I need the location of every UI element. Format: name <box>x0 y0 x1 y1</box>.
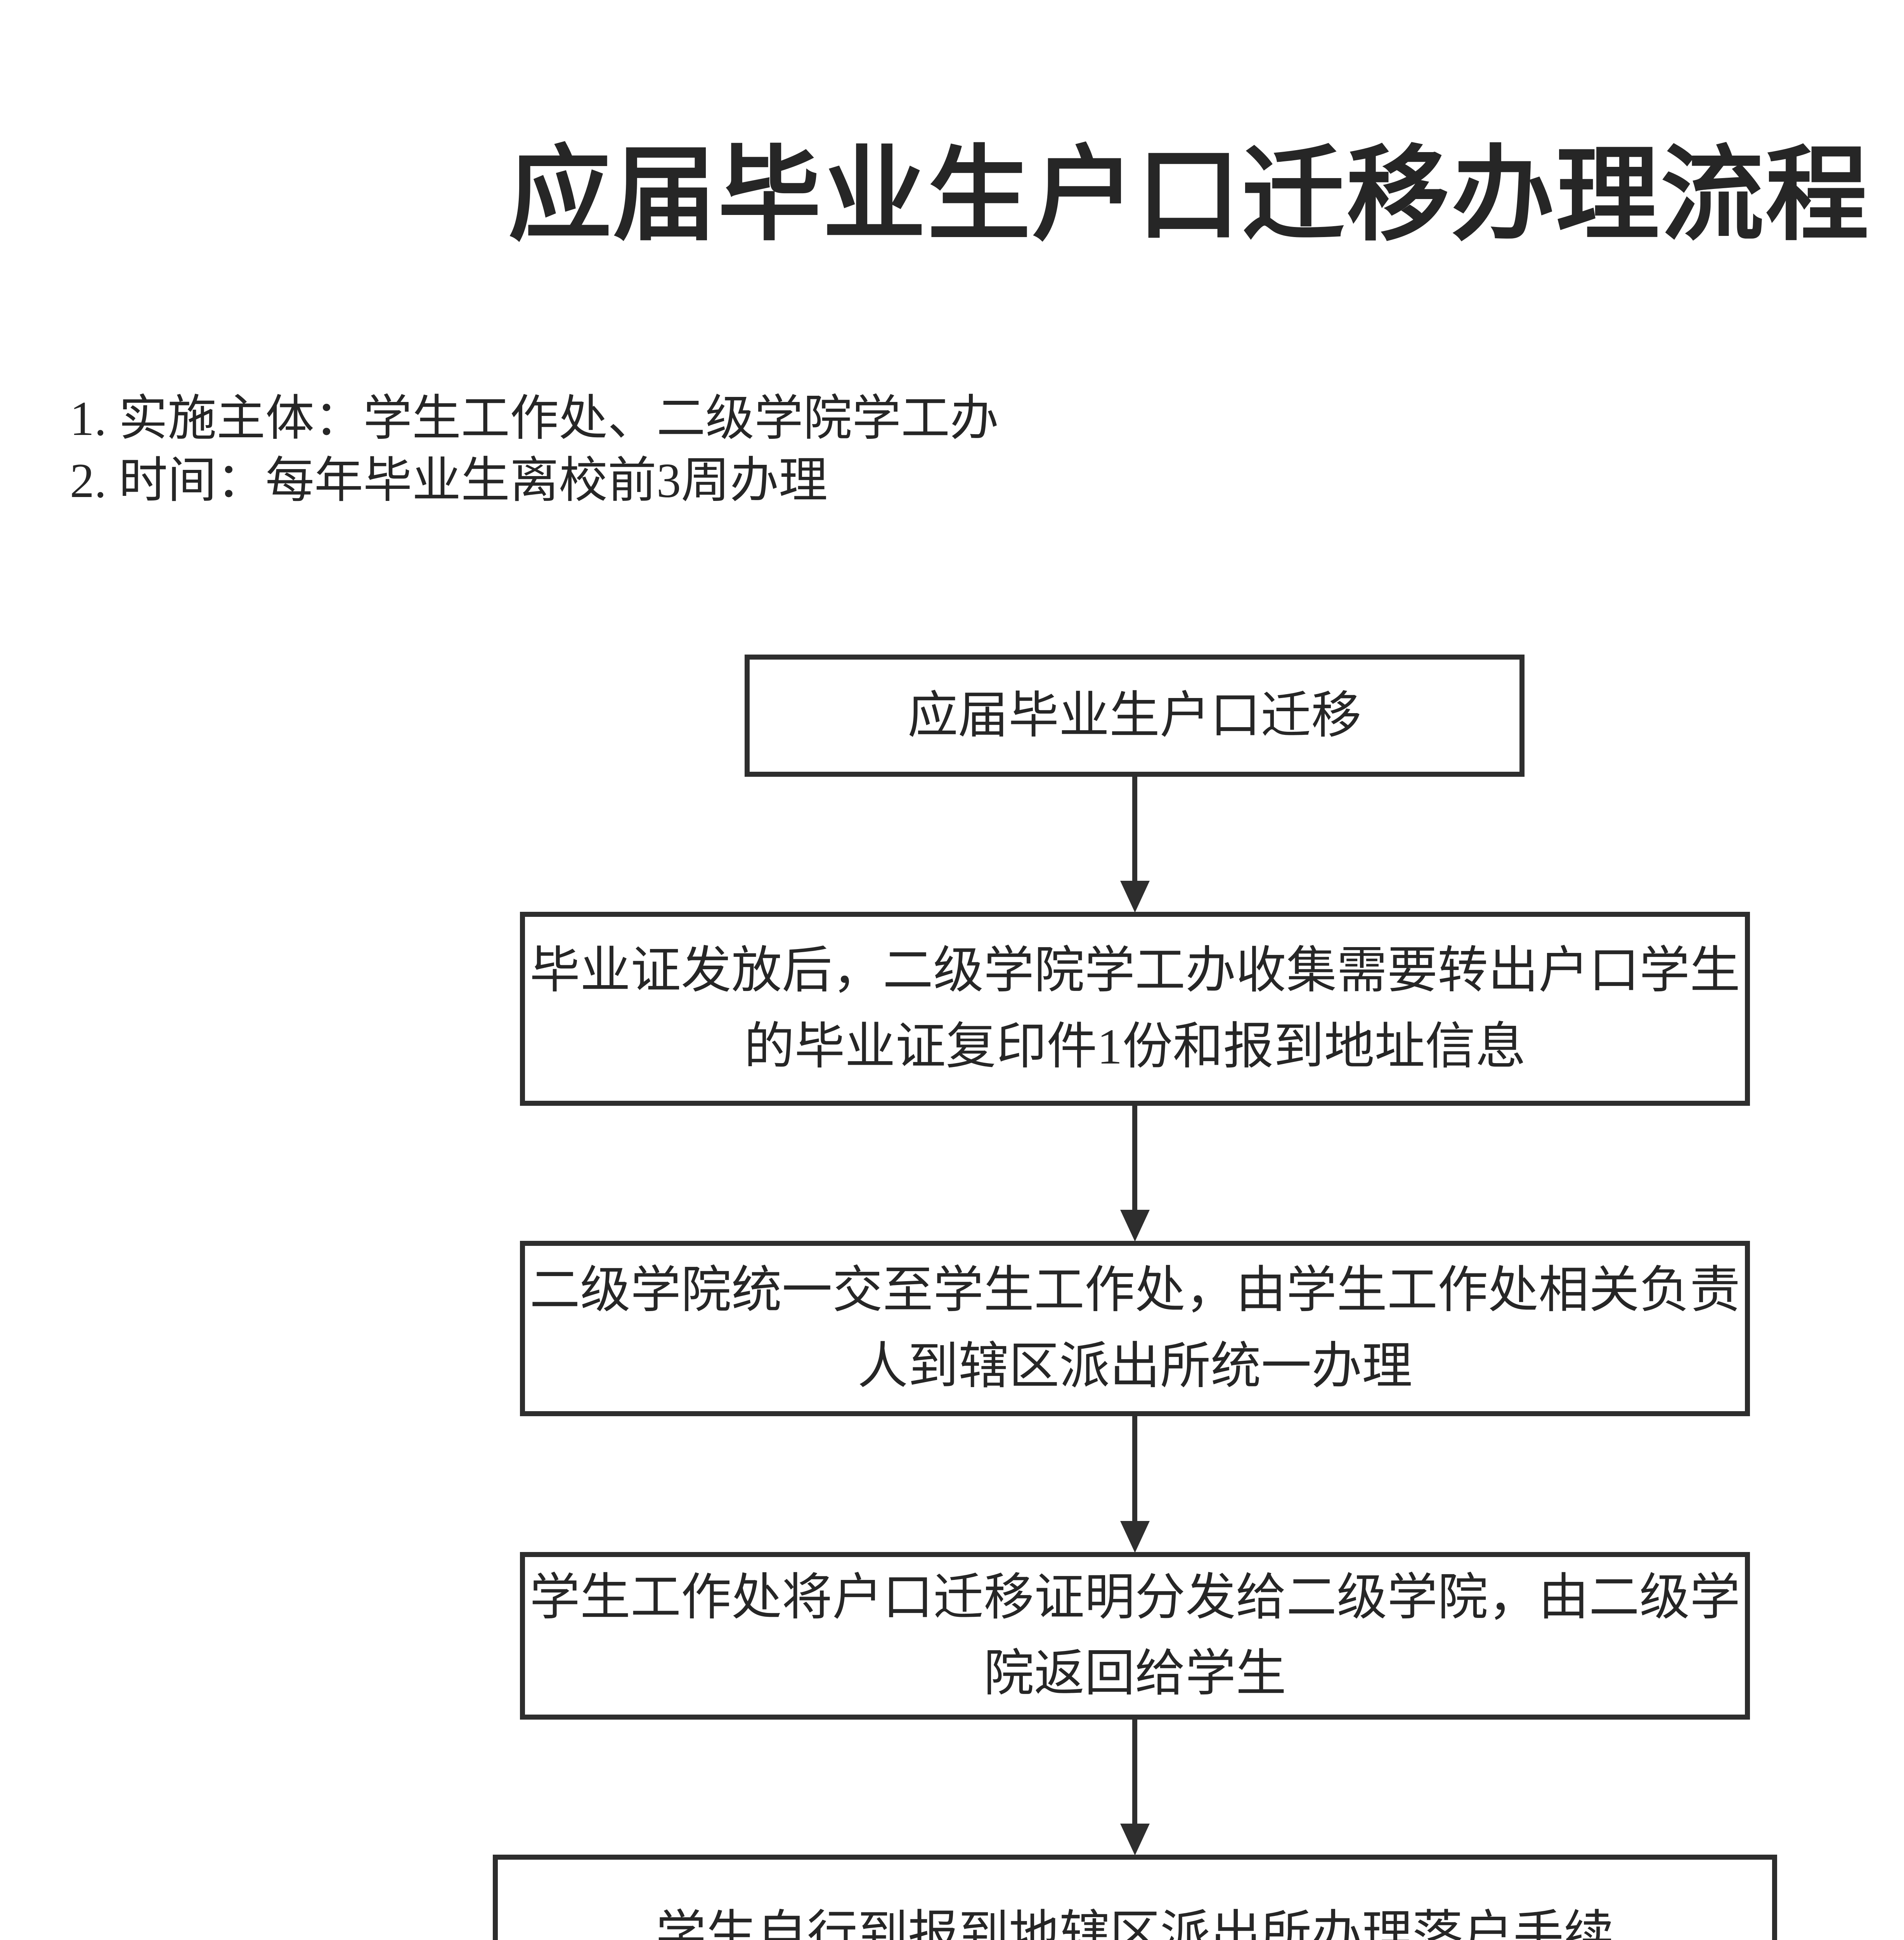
page-title: 应届毕业生户口迁移办理流程 <box>508 139 1870 253</box>
arrow-down-icon <box>1120 1824 1150 1855</box>
arrow-line-1 <box>1132 777 1137 882</box>
arrow-down-icon <box>1120 881 1150 913</box>
note-time: 2. 时间：每年毕业生离校前3周办理 <box>70 454 828 508</box>
arrow-down-icon <box>1120 1210 1150 1242</box>
notes-block: 1. 实施主体：学生工作处、二级学院学工办 2. 时间：每年毕业生离校前3周办理 <box>70 388 999 512</box>
arrow-down-icon <box>1120 1521 1150 1553</box>
flow-node-text-line: 毕业证发放后，二级学院学工办收集需要转出户口学生 <box>529 943 1740 999</box>
flow-node-distribute: 学生工作处将户口迁移证明分发给二级学院，由二级学 院返回给学生 <box>520 1552 1750 1720</box>
flow-node-start: 应届毕业生户口迁移 <box>745 655 1525 777</box>
flow-node-text-line: 学生自行到报到地辖区派出所办理落户手续 <box>655 1907 1614 1940</box>
flow-node-text-line: 人到辖区派出所统一办理 <box>857 1339 1412 1394</box>
flow-node-text-line: 二级学院统一交至学生工作处，由学生工作处相关负责 <box>529 1263 1740 1318</box>
flow-node-settle: 学生自行到报到地辖区派出所办理落户手续 <box>493 1855 1777 1940</box>
arrow-line-3 <box>1132 1416 1137 1522</box>
flow-node-collect: 毕业证发放后，二级学院学工办收集需要转出户口学生 的毕业证复印件1份和报到地址信… <box>520 912 1750 1106</box>
note-implementing-body: 1. 实施主体：学生工作处、二级学院学工办 <box>70 392 999 446</box>
arrow-line-2 <box>1132 1105 1137 1211</box>
flow-node-text-line: 院返回给学生 <box>983 1646 1286 1702</box>
flow-node-text-line: 学生工作处将户口迁移证明分发给二级学院，由二级学 <box>529 1570 1740 1626</box>
flow-node-text-line: 应届毕业生户口迁移 <box>907 688 1362 744</box>
flow-node-submit: 二级学院统一交至学生工作处，由学生工作处相关负责 人到辖区派出所统一办理 <box>520 1241 1750 1416</box>
arrow-line-4 <box>1132 1720 1137 1824</box>
flow-node-text-line: 的毕业证复印件1份和报到地址信息 <box>744 1019 1526 1075</box>
